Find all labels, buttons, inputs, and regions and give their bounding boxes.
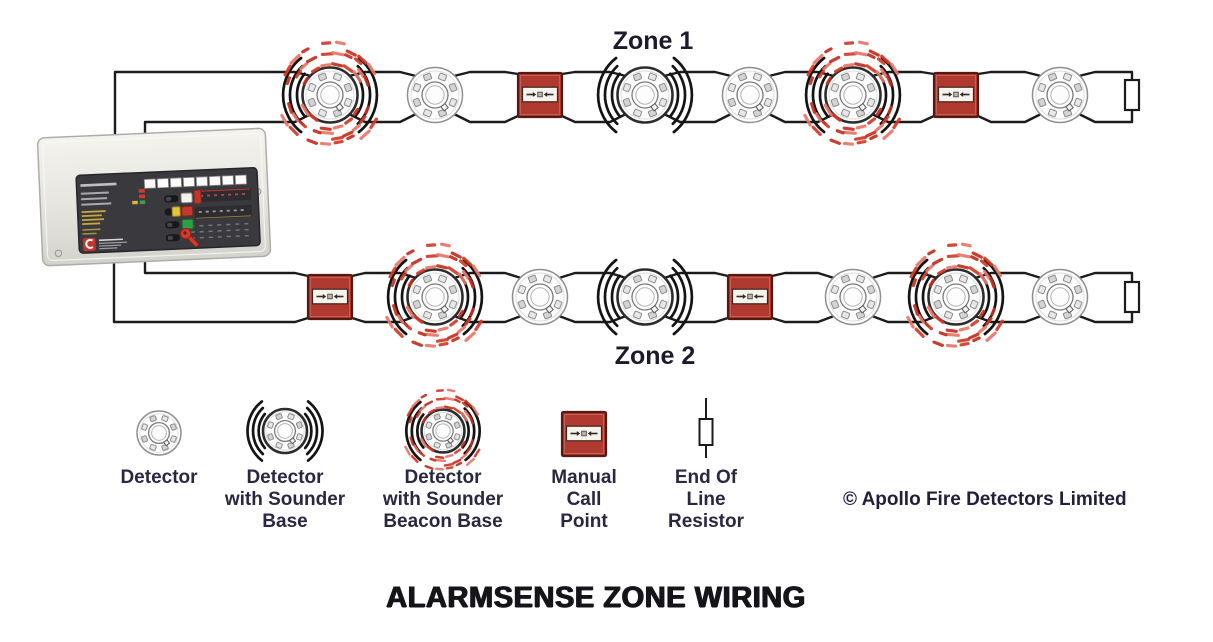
device-mcp	[726, 273, 774, 321]
device-detector	[1031, 268, 1089, 326]
panel-front	[75, 166, 261, 254]
zone-2-label: Zone 2	[614, 342, 696, 370]
device-sounder_beacon	[803, 40, 902, 146]
diagram-title: ALARMSENSE ZONE WIRING	[386, 581, 806, 614]
legend-icon-detector	[136, 410, 182, 456]
detector-body	[1031, 66, 1089, 124]
fire-alarm-control-panel	[36, 127, 272, 267]
panel-key	[179, 227, 199, 248]
device-sounder_beacon	[385, 242, 484, 348]
sounder-arcs-icon	[596, 258, 694, 336]
device-sounder	[246, 400, 324, 462]
device-detector	[406, 66, 464, 124]
detector-body	[824, 268, 882, 326]
zone-1-devices	[280, 40, 1141, 146]
beacon-flash-icon	[803, 40, 901, 146]
legend-label-detector: Detector	[120, 467, 198, 488]
legend-icon-eol	[698, 398, 714, 458]
zone-1-label: Zone 1	[612, 27, 694, 55]
detector-body	[927, 268, 985, 326]
device-mcp	[516, 71, 564, 119]
manual-call-point-icon	[516, 71, 564, 119]
legend-icon-mcp	[560, 410, 608, 458]
device-mcp	[306, 273, 354, 321]
manual-call-point-icon	[560, 410, 608, 458]
end-of-line-resistor	[1123, 78, 1141, 112]
device-sounder_beacon	[906, 242, 1005, 348]
zone-2-devices	[306, 242, 1141, 348]
device-sounder	[596, 56, 694, 134]
zone-led-windows	[143, 174, 247, 189]
detector-body	[721, 66, 779, 124]
detector-body	[511, 268, 569, 326]
device-detector	[721, 66, 779, 124]
device-sounder_beacon	[280, 40, 379, 146]
sounder-arcs-icon	[907, 258, 1005, 336]
detector-body	[136, 410, 182, 456]
device-detector	[136, 410, 182, 456]
detector-body	[261, 407, 309, 455]
detector-body	[406, 66, 464, 124]
device-detector	[511, 268, 569, 326]
beacon-flash-icon	[385, 242, 483, 348]
panel-screw	[54, 249, 63, 257]
beacon-flash-icon	[906, 242, 1004, 348]
legend-label-end-of-line-resistor: End Of Line Resistor	[667, 467, 745, 532]
device-mcp	[932, 71, 980, 119]
panel-status-indicators	[80, 182, 146, 235]
device-sounder_beacon	[404, 388, 482, 471]
detector-body	[420, 408, 466, 454]
panel-brand-logo	[82, 237, 128, 252]
detector-body	[824, 66, 882, 124]
device-sounder	[596, 258, 694, 336]
device-mcp	[560, 410, 608, 458]
legend-icon-sounder	[246, 400, 324, 462]
zone-1-circuit-wires	[113, 70, 1134, 154]
legend-label-sounder-beacon-base: Detector with Sounder Beacon Base	[382, 467, 504, 532]
sounder-arcs-icon	[596, 56, 694, 134]
manual-call-point-icon	[306, 273, 354, 321]
legend-icon-sounder_beacon	[404, 388, 482, 471]
legend-label-manual-call-point: Manual Call Point	[551, 467, 617, 532]
device-detector	[1031, 66, 1089, 124]
end-of-line-resistor	[1123, 280, 1141, 314]
beacon-flash-icon	[280, 40, 378, 146]
detector-body	[301, 66, 359, 124]
legend-label-sounder-base: Detector with Sounder Base	[224, 467, 346, 532]
copyright-notice: © Apollo Fire Detectors Limited	[843, 489, 1127, 510]
zone-fire-led-strip	[194, 187, 252, 220]
manual-call-point-icon	[726, 273, 774, 321]
detector-body	[616, 66, 674, 124]
manual-call-point-icon	[932, 71, 980, 119]
detector-body	[616, 268, 674, 326]
beacon-flash-icon	[404, 388, 481, 471]
detector-body	[1031, 268, 1089, 326]
legend-icons	[136, 388, 714, 471]
device-detector	[824, 268, 882, 326]
panel-controls	[164, 189, 202, 248]
sounder-arcs-icon	[246, 400, 324, 462]
zone-devices-layer	[280, 40, 1141, 348]
detector-body	[406, 268, 464, 326]
